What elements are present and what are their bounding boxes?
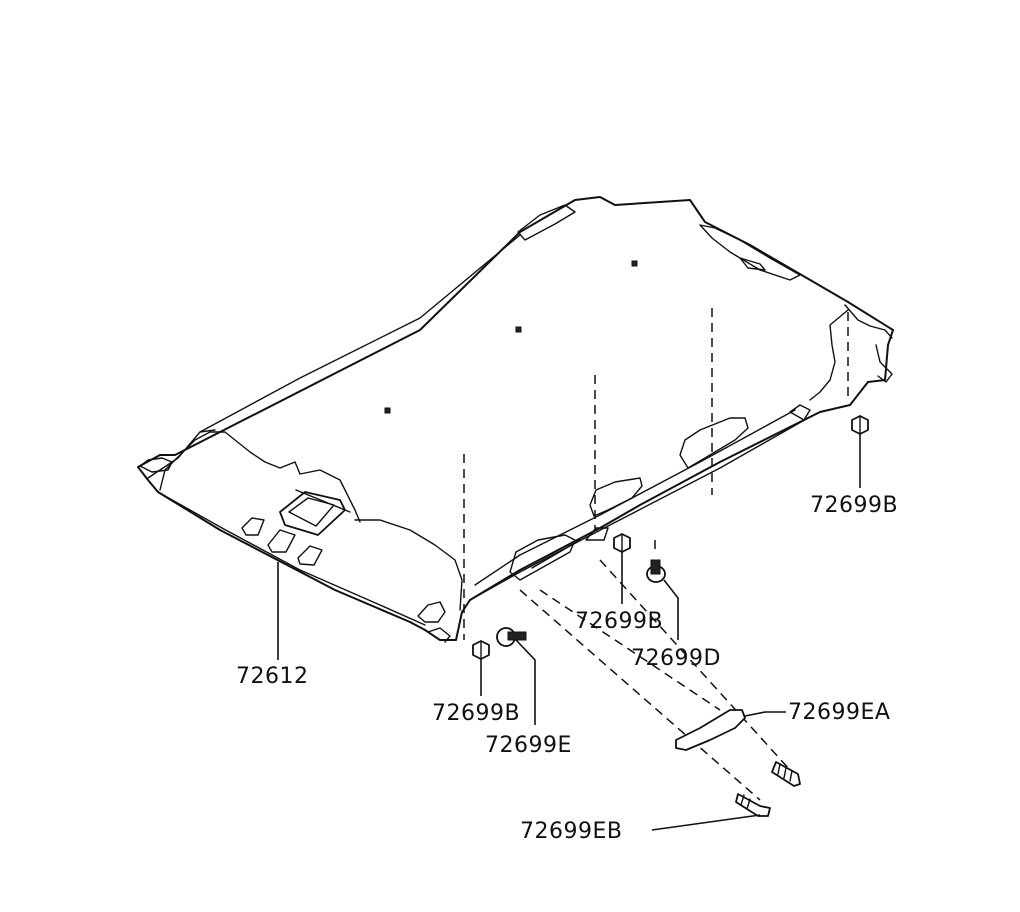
label-72699b-right: 72699B bbox=[810, 493, 898, 518]
clip-b-right-icon bbox=[851, 415, 869, 435]
grip-screw-lower-icon bbox=[735, 793, 771, 817]
label-72699b-middle: 72699B bbox=[575, 609, 663, 634]
headlining-panel bbox=[137, 196, 894, 643]
label-72699b-left: 72699B bbox=[432, 701, 520, 726]
leader-lines bbox=[277, 432, 861, 831]
clip-b-left-icon bbox=[472, 640, 490, 660]
clip-b-middle-icon bbox=[613, 533, 631, 553]
label-72699e: 72699E bbox=[485, 733, 572, 758]
grip-screw-upper-icon bbox=[771, 761, 801, 787]
label-72699d: 72699D bbox=[631, 646, 721, 671]
label-72699ea: 72699EA bbox=[788, 700, 890, 725]
label-72699eb: 72699EB bbox=[520, 819, 622, 844]
clip-d-icon bbox=[646, 559, 666, 583]
assist-grip-icon bbox=[675, 709, 746, 751]
clip-e-icon bbox=[496, 627, 527, 647]
assembly-dash-lines bbox=[463, 308, 849, 801]
label-72612: 72612 bbox=[236, 664, 309, 689]
